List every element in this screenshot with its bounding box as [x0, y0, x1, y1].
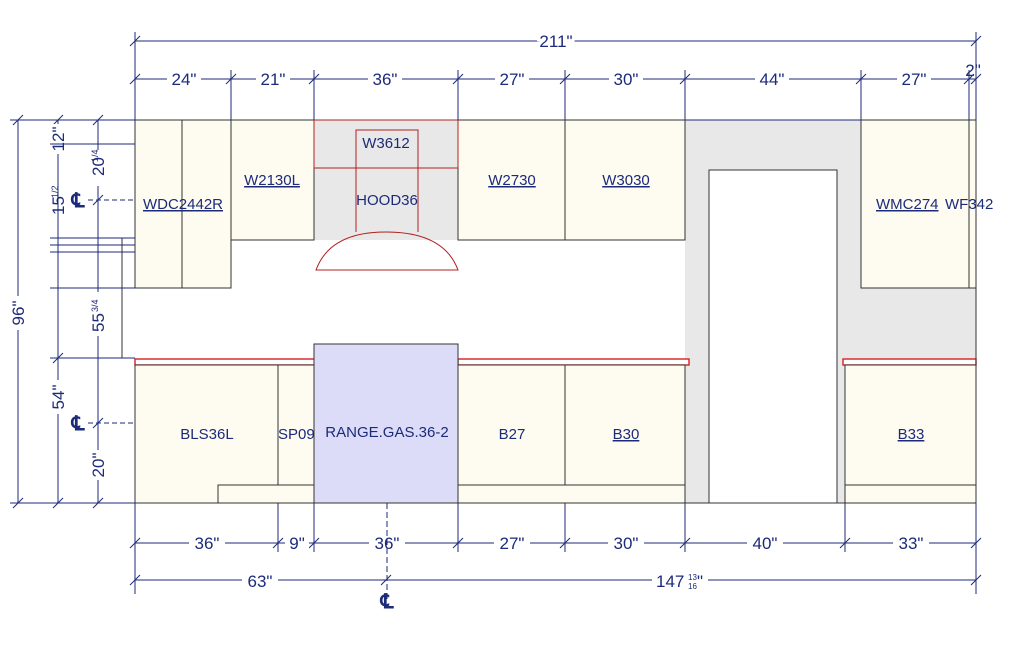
dim-upper-27b: 27": [902, 70, 927, 89]
dim-base-33: 33": [899, 534, 924, 553]
dimension-tick: [559, 537, 571, 549]
label-range[interactable]: RANGE.GAS.36-2: [325, 424, 448, 441]
label-b33[interactable]: B33: [898, 426, 925, 443]
dim-base-40: 40": [753, 534, 778, 553]
dimension-tick: [452, 537, 464, 549]
dimension-tick: [559, 73, 571, 85]
cabinet-w2130l[interactable]: [230, 119, 315, 241]
dim-base-36: 36": [195, 534, 220, 553]
cabinet-wdc2442r[interactable]: [134, 119, 232, 289]
dimension-tick: [272, 537, 284, 549]
cabinet-w3030[interactable]: [564, 119, 686, 241]
dim-upper-30: 30": [614, 70, 639, 89]
hood36-shape[interactable]: [315, 231, 459, 271]
cabinet-w2730[interactable]: [457, 119, 566, 241]
dim-base-20: 20": [89, 453, 108, 478]
toe-kick-left: [217, 484, 315, 504]
label-bls36l[interactable]: BLS36L: [180, 426, 233, 443]
dim-wall-20: 20: [89, 157, 108, 176]
dim-upper-44: 44": [760, 70, 785, 89]
cabinet-w3612-door: [355, 129, 419, 169]
dim-overall-width: 211": [539, 32, 572, 51]
countertop-middle: [457, 358, 690, 366]
dimension-tick: [970, 73, 982, 85]
dim-base-30: 30": [614, 534, 639, 553]
dim-upper-36: 36": [373, 70, 398, 89]
dim-bottom-63: 63": [248, 572, 273, 591]
label-wmc274[interactable]: WMC274: [876, 196, 939, 213]
dim-overall-bg: 211": [539, 32, 572, 51]
label-b30[interactable]: B30: [613, 426, 640, 443]
dim-mid-55: 55: [89, 313, 108, 332]
dim-base-27: 27": [500, 534, 525, 553]
dimension-tick: [679, 537, 691, 549]
countertop-right: [842, 358, 977, 366]
dimension-tick: [308, 73, 320, 85]
dim-bottom-147: 147: [656, 572, 684, 591]
dimension-tick: [129, 73, 141, 85]
center-mark-wall: ℄: [71, 190, 86, 212]
dimension-tick: [308, 537, 320, 549]
label-sp09[interactable]: SP09: [278, 426, 315, 443]
dimension-tick: [129, 537, 141, 549]
bottom-dimensions: 36" 9" 36" 27" 30" 40" 33" 63" 147 13 16…: [129, 503, 982, 613]
label-hood36[interactable]: HOOD36: [356, 192, 418, 209]
dimension-tick: [452, 73, 464, 85]
label-wf342[interactable]: WF342: [945, 196, 993, 213]
dim-wall-12: 12": [49, 127, 68, 152]
dimension-tick: [855, 73, 867, 85]
label-w3612[interactable]: W3612: [362, 135, 410, 152]
wall-cabinets: [134, 119, 977, 289]
dim-upper-27: 27": [500, 70, 525, 89]
dim-base-9: 9": [289, 534, 305, 553]
cabinet-bls36l[interactable]: [134, 364, 279, 504]
label-b27[interactable]: B27: [499, 426, 526, 443]
dim-upper-24: 24": [172, 70, 197, 89]
dim-wall-15: 15: [49, 196, 68, 215]
toe-kick-mid: [457, 484, 686, 504]
countertop-left: [134, 358, 317, 366]
dimension-tick: [970, 537, 982, 549]
top-dimensions: 211" 211" 24" 21" 36" 27" 30" 44" 27" 2": [129, 29, 982, 120]
dim-wall-15-frac: 1/2: [50, 185, 60, 198]
center-mark-base: ℄: [71, 413, 86, 435]
dim-bottom-frac-num: 13: [688, 573, 697, 582]
center-mark-range: ℄: [380, 591, 395, 613]
wall-outline: [121, 238, 135, 359]
dimension-tick: [679, 73, 691, 85]
dim-upper-21: 21": [261, 70, 286, 89]
dim-wall-20-frac: 1/4: [90, 149, 100, 162]
cabinet-b30[interactable]: [564, 364, 686, 504]
toe-kick-right: [844, 484, 977, 504]
dim-upper-2: 2": [965, 61, 981, 80]
label-w2730[interactable]: W2730: [488, 172, 536, 189]
dim-mid-55-frac: 3/4: [90, 299, 100, 312]
refrigerator-opening: [708, 169, 838, 504]
label-w3030[interactable]: W3030: [602, 172, 650, 189]
dim-height-54: 54": [49, 385, 68, 410]
countertops: [134, 358, 977, 366]
dimension-tick: [225, 73, 237, 85]
label-w2130l[interactable]: W2130L: [244, 172, 300, 189]
left-dimensions: 96" 54" 12" 20 1/4 55 3/4 20" 15 1/2 ℄: [8, 114, 135, 509]
cabinet-b27[interactable]: [457, 364, 566, 504]
dim-bottom-inch: ": [697, 572, 703, 591]
dim-bottom-frac-den: 16: [688, 582, 697, 591]
dim-height-96: 96": [9, 301, 28, 326]
label-wdc2442r[interactable]: WDC2442R: [143, 196, 223, 213]
base-cabinets: [134, 343, 977, 504]
range-gas[interactable]: [313, 343, 459, 504]
dimension-tick: [839, 537, 851, 549]
cabinet-b33[interactable]: [844, 364, 977, 504]
dimension-tick: [963, 73, 975, 85]
hood-wall-area: [314, 120, 458, 240]
